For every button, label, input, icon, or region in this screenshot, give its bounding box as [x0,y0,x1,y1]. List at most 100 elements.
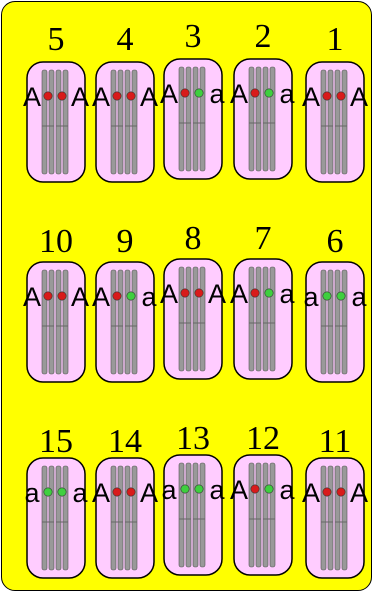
allele-left: A [92,478,110,508]
cell-number: 8 [185,220,202,257]
dominant-centromere [337,92,345,100]
dominant-centromere [195,289,203,297]
chromatid [118,270,123,374]
allele-right: a [279,279,295,309]
cell-number: 4 [117,21,134,58]
allele-right: a [209,79,225,109]
allele-left: A [302,82,320,112]
chromatid [186,463,191,567]
chromatid [49,466,54,570]
cell-number: 9 [117,223,134,260]
chromatid [56,70,61,174]
allele-right: A [350,82,368,112]
chromatid [125,70,130,174]
cell-number: 3 [185,18,202,55]
chromatid [342,70,347,174]
chromatid [193,67,198,171]
allele-right: A [71,82,89,112]
chromatid [200,67,205,171]
chromatid [111,270,116,374]
allele-left: A [160,79,178,109]
chromatid [179,267,184,371]
allele-left: A [92,282,110,312]
recessive-centromere [181,485,189,493]
chromatid [49,70,54,174]
chromatid [186,267,191,371]
allele-left: A [230,79,248,109]
dominant-centromere [337,488,345,496]
cell-number: 6 [327,223,344,260]
recessive-centromere [337,292,345,300]
chromatid [56,466,61,570]
dominant-centromere [251,89,259,97]
cell-number: 13 [176,420,210,457]
chromatid [200,463,205,567]
chromatid [263,463,268,567]
cell-number: 14 [108,423,142,460]
allele-left: A [23,82,41,112]
recessive-centromere [195,485,203,493]
chromatid [263,67,268,171]
chromatid [132,270,137,374]
chromatid [63,70,68,174]
dominant-centromere [251,485,259,493]
dominant-centromere [113,92,121,100]
chromatid [193,463,198,567]
recessive-centromere [265,485,273,493]
dominant-centromere [181,289,189,297]
chromatid [335,70,340,174]
cell-number: 10 [39,223,73,260]
chromatid [63,270,68,374]
cell-number: 12 [246,420,280,457]
chromatid [42,466,47,570]
allele-right: a [351,282,367,312]
cell-number: 1 [327,21,344,58]
allele-left: A [92,82,110,112]
chromatid [256,67,261,171]
chromatid [335,270,340,374]
chromatid [328,270,333,374]
dominant-centromere [113,292,121,300]
chromatid [42,70,47,174]
chromatid [125,270,130,374]
chromatid [321,466,326,570]
allele-right: a [279,79,295,109]
recessive-centromere [127,292,135,300]
chromatid [132,70,137,174]
allele-right: A [140,82,158,112]
chromatid [125,466,130,570]
cell-number: 11 [319,423,352,460]
allele-left: a [161,475,177,505]
chromatid [200,267,205,371]
chromatid [256,267,261,371]
chromatid [270,267,275,371]
chromatid [342,270,347,374]
allele-left: A [302,478,320,508]
chromatid [263,267,268,371]
cell-number: 7 [255,220,272,257]
allele-left: a [24,478,40,508]
allele-right: a [72,478,88,508]
chromatid [179,463,184,567]
chromatid [132,466,137,570]
chromatid [49,270,54,374]
dominant-centromere [251,289,259,297]
chromatid [328,70,333,174]
dominant-centromere [44,92,52,100]
chromatid [249,463,254,567]
chromatid [63,466,68,570]
allele-left: A [230,475,248,505]
chromatid [321,70,326,174]
dominant-centromere [58,92,66,100]
dominant-centromere [127,488,135,496]
dominant-centromere [113,488,121,496]
chromatid [118,70,123,174]
